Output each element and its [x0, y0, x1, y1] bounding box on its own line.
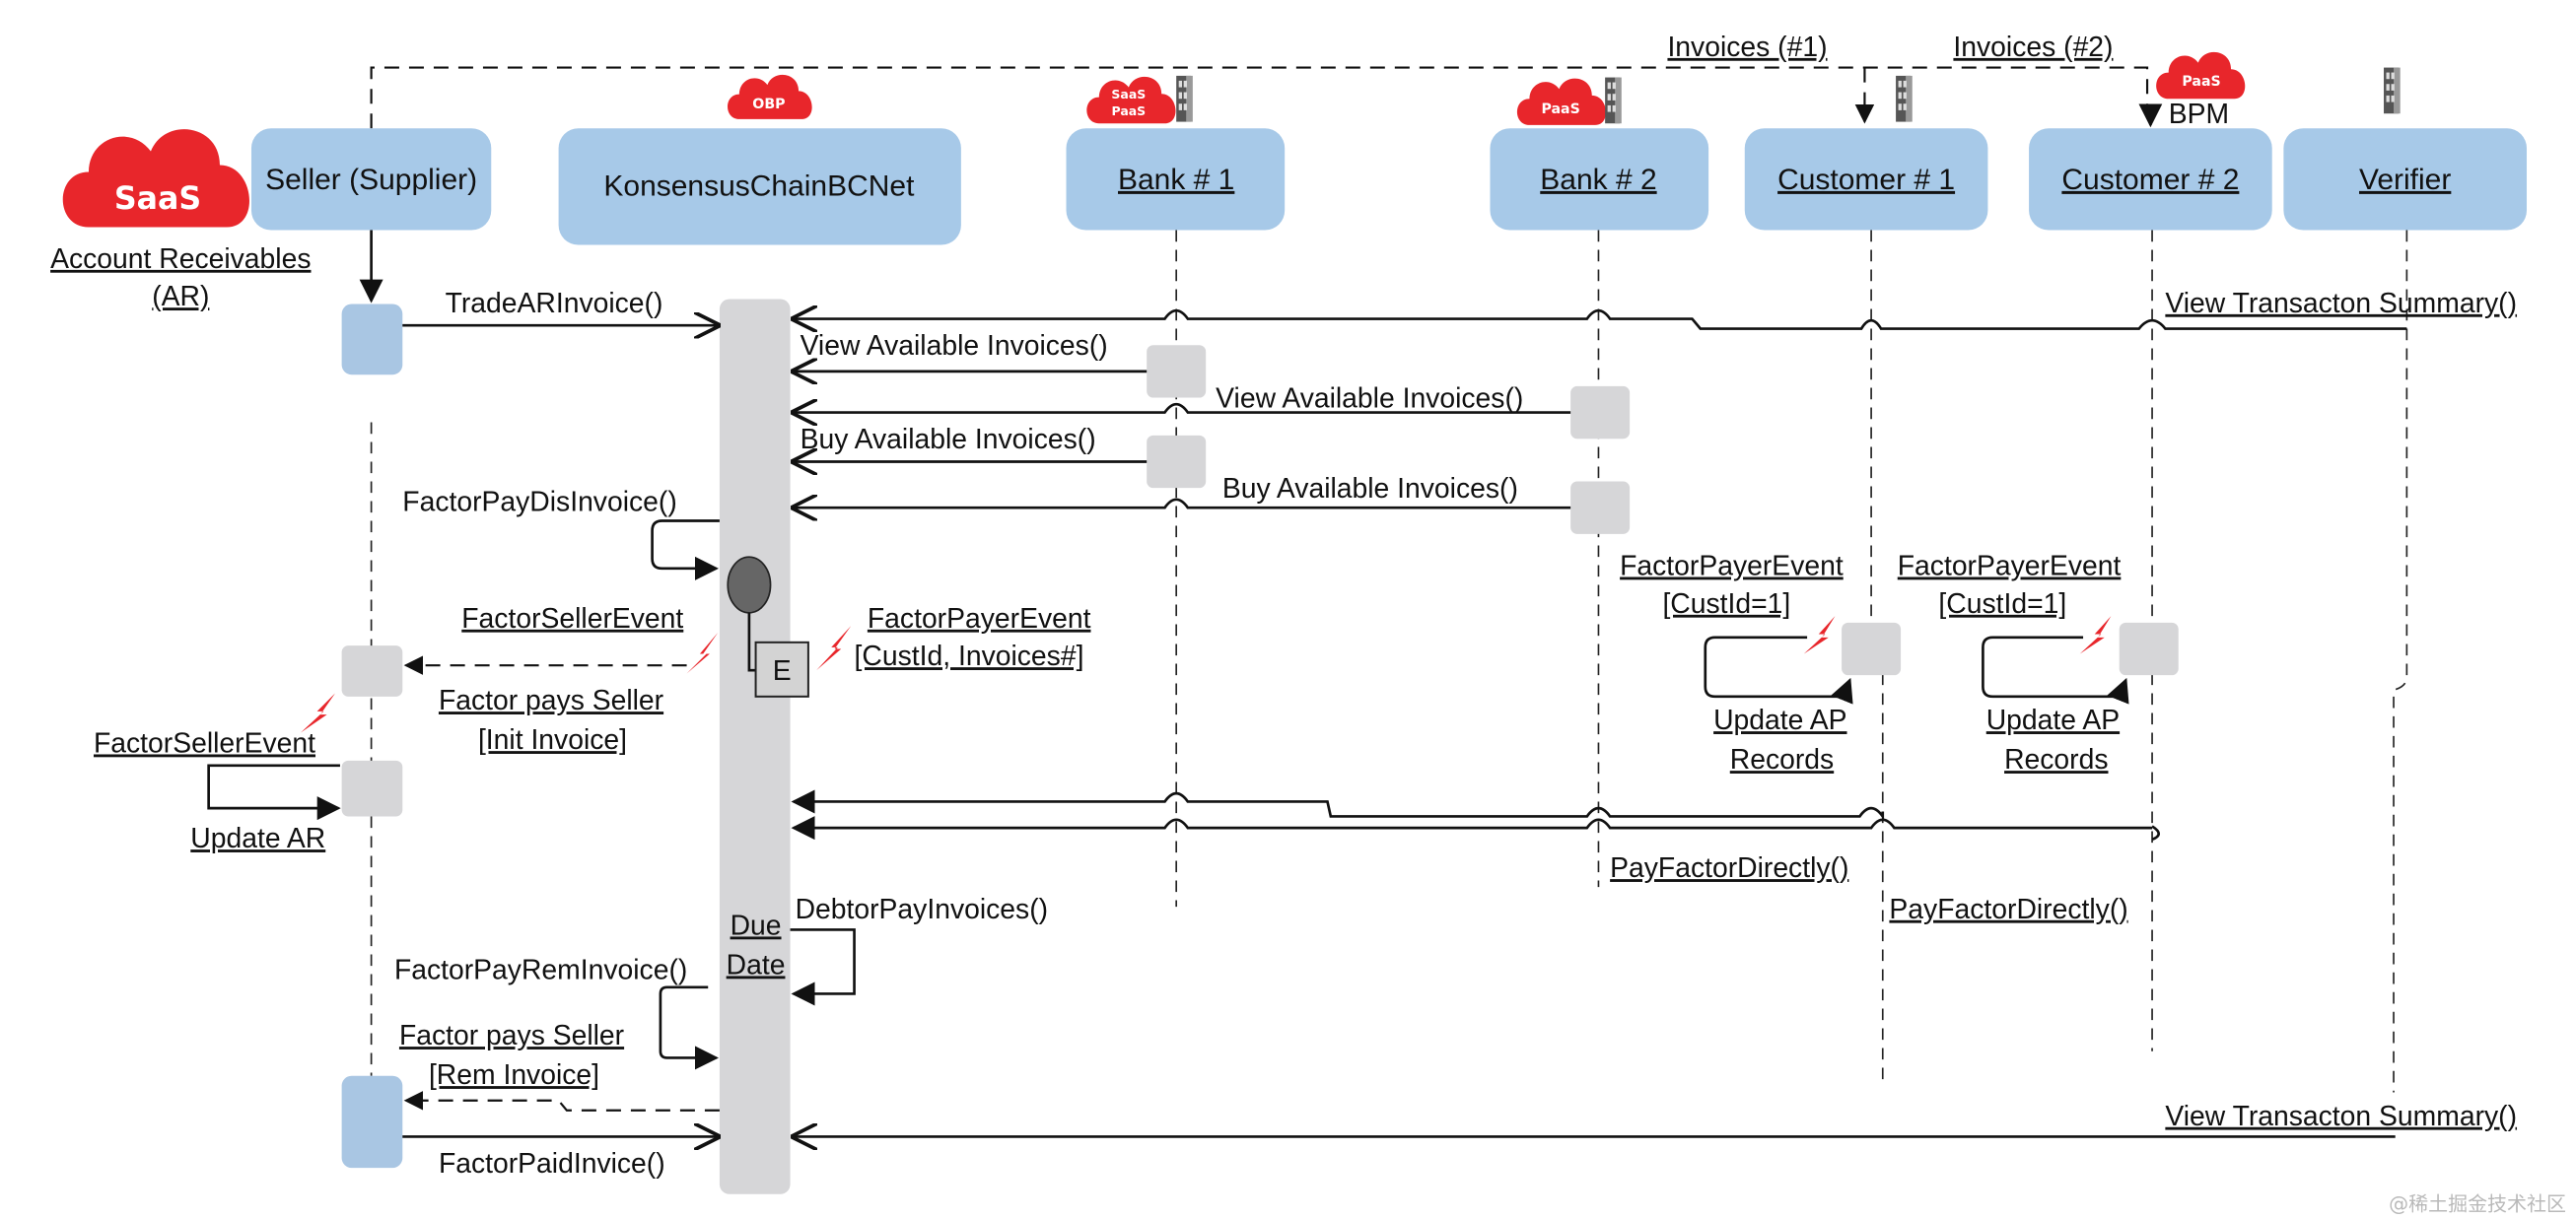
pay-factor-directly-1-label: PayFactorDirectly()	[1610, 852, 1848, 884]
participant-customer2[interactable]: Customer # 2	[2029, 128, 2272, 231]
view-summary-top-arrow	[794, 310, 2407, 328]
saas-cloud-label: SaaS	[114, 181, 201, 217]
participant-konsensus-label: KonsensusChainBCNet	[603, 170, 915, 203]
view-summary-top-label: View Transacton Summary()	[2165, 288, 2517, 319]
bpm-caption: BPM	[2169, 99, 2229, 130]
verifier-building-icon	[2384, 67, 2401, 114]
bank1-cloud-line1: SaaS	[1111, 87, 1146, 102]
invoices-1-label: Invoices (#1)	[1667, 32, 1827, 63]
cust1-update-line1: Update AP	[1713, 705, 1846, 736]
bank1-building-icon	[1176, 75, 1193, 122]
factor-pays-seller-init-line2: [Init Invoice]	[478, 724, 627, 756]
factor-paid-invoice-label: FactorPaidInvice()	[439, 1148, 665, 1180]
event-connector	[747, 612, 758, 672]
participant-bank1-label: Bank # 1	[1118, 164, 1234, 196]
update-ar-label: Update AR	[190, 823, 325, 854]
trade-ar-invoice-label: TradeARInvoice()	[446, 288, 663, 319]
view-available-2-label: View Available Invoices()	[1216, 383, 1523, 415]
ar-caption-line1: Account Receivables	[50, 243, 311, 275]
participant-verifier[interactable]: Verifier	[2283, 128, 2528, 231]
bank2-activation-2	[1570, 481, 1631, 534]
bank1-activation-2	[1147, 435, 1207, 489]
invoice-flow-dashed-connector	[370, 66, 2149, 129]
debtor-pay-invoices-loop	[790, 928, 856, 1006]
participant-bank1[interactable]: Bank # 1	[1066, 128, 1286, 231]
participant-customer1[interactable]: Customer # 1	[1744, 128, 1988, 231]
factor-seller-event-1-label: FactorSellerEvent	[461, 603, 683, 635]
view-summary-bottom-label: View Transacton Summary()	[2165, 1101, 2517, 1132]
participant-customer1-label: Customer # 1	[1777, 164, 1955, 196]
event-e-box	[754, 641, 809, 698]
factor-pays-seller-rem-line2: [Rem Invoice]	[429, 1059, 599, 1091]
customer1-building-icon	[1896, 75, 1913, 122]
factor-pay-dis-invoice-loop	[651, 519, 720, 580]
participant-bank2-label: Bank # 2	[1540, 164, 1656, 196]
factor-seller-event-2-label: FactorSellerEvent	[94, 727, 315, 759]
cust1-event-line1: FactorPayerEvent	[1620, 551, 1844, 582]
factor-pays-seller-rem-line1: Factor pays Seller	[399, 1020, 624, 1051]
cust1-event-line2: [CustId=1]	[1662, 588, 1790, 620]
seller-activation-1	[341, 304, 403, 375]
lifeline-verifier	[2393, 230, 2408, 1093]
factor-pay-dis-invoice-label: FactorPayDisInvoice()	[402, 487, 676, 518]
cust2-update-line1: Update AP	[1986, 705, 2120, 736]
bank2-building-icon	[1605, 77, 1622, 124]
factor-payer-event-main-line2: [CustId, Invoices#]	[855, 641, 1084, 672]
lightning-bolt-icon	[300, 693, 335, 733]
obp-cloud-label: OBP	[752, 97, 785, 112]
view-available-1-label: View Available Invoices()	[801, 330, 1108, 362]
bank1-cloud-line2: PaaS	[1112, 103, 1147, 118]
participant-seller[interactable]: Seller (Supplier)	[250, 128, 492, 231]
cust2-event-line2: [CustId=1]	[1938, 588, 2066, 620]
due-date-line1: Due	[731, 910, 782, 941]
view-available-2-arrow	[794, 404, 1571, 412]
update-ar-loop	[207, 764, 341, 821]
participant-konsensus[interactable]: KonsensusChainBCNet	[558, 128, 961, 245]
participant-verifier-label: Verifier	[2359, 164, 2451, 196]
due-date-line2: Date	[727, 949, 786, 981]
cust2-update-ap-loop	[1982, 636, 2129, 705]
seller-activation-3	[341, 760, 403, 817]
factor-pay-rem-invoice-loop	[659, 985, 719, 1070]
factor-pays-seller-rem-arrow	[403, 1091, 720, 1112]
lightning-bolt-icon	[2079, 616, 2112, 654]
invoices-2-label: Invoices (#2)	[1953, 32, 2113, 63]
pay-factor-directly-2-arrow	[794, 820, 2161, 840]
cust2-event-line1: FactorPayerEvent	[1898, 551, 2122, 582]
pay-factor-directly-1-arrow	[791, 789, 1885, 821]
event-circle	[727, 556, 772, 614]
buy-available-1-label: Buy Available Invoices()	[801, 424, 1096, 455]
event-e-label: E	[773, 655, 792, 687]
lightning-bolt-icon	[1803, 616, 1836, 654]
customer2-activation	[2119, 622, 2179, 676]
lightning-bolt-icon	[816, 626, 852, 671]
konsensus-activation-bar	[719, 299, 791, 1194]
customer2-cloud-label: PaaS	[2182, 74, 2220, 90]
buy-available-2-label: Buy Available Invoices()	[1222, 473, 1518, 505]
seller-activation-4	[341, 1075, 403, 1169]
customer1-activation	[1842, 622, 1902, 676]
cust1-update-ap-loop	[1704, 636, 1853, 705]
pay-factor-directly-2-label: PayFactorDirectly()	[1889, 894, 2127, 925]
participant-bank2[interactable]: Bank # 2	[1490, 128, 1709, 231]
factor-pay-rem-invoice-label: FactorPayRemInvoice()	[394, 954, 687, 985]
debtor-pay-invoices-label: DebtorPayInvoices()	[796, 894, 1048, 925]
lightning-bolt-icon	[686, 632, 719, 674]
factor-pays-seller-init-line1: Factor pays Seller	[439, 685, 663, 716]
factor-payer-event-main-line1: FactorPayerEvent	[868, 603, 1091, 635]
watermark: @稀土掘金技术社区	[2389, 1191, 2566, 1215]
seller-activation-2	[341, 645, 403, 697]
bank2-cloud-label: PaaS	[1541, 102, 1579, 117]
participant-seller-label: Seller (Supplier)	[265, 164, 477, 196]
buy-available-2-arrow	[794, 500, 1571, 508]
lifeline-customer1	[1870, 230, 1884, 1085]
cust1-update-line2: Records	[1730, 744, 1834, 776]
participant-customer2-label: Customer # 2	[2061, 164, 2239, 196]
ar-caption-line2: (AR)	[152, 281, 209, 312]
bank1-activation-1	[1147, 345, 1207, 398]
cust2-update-line2: Records	[2004, 744, 2108, 776]
bank2-activation-1	[1570, 385, 1631, 440]
